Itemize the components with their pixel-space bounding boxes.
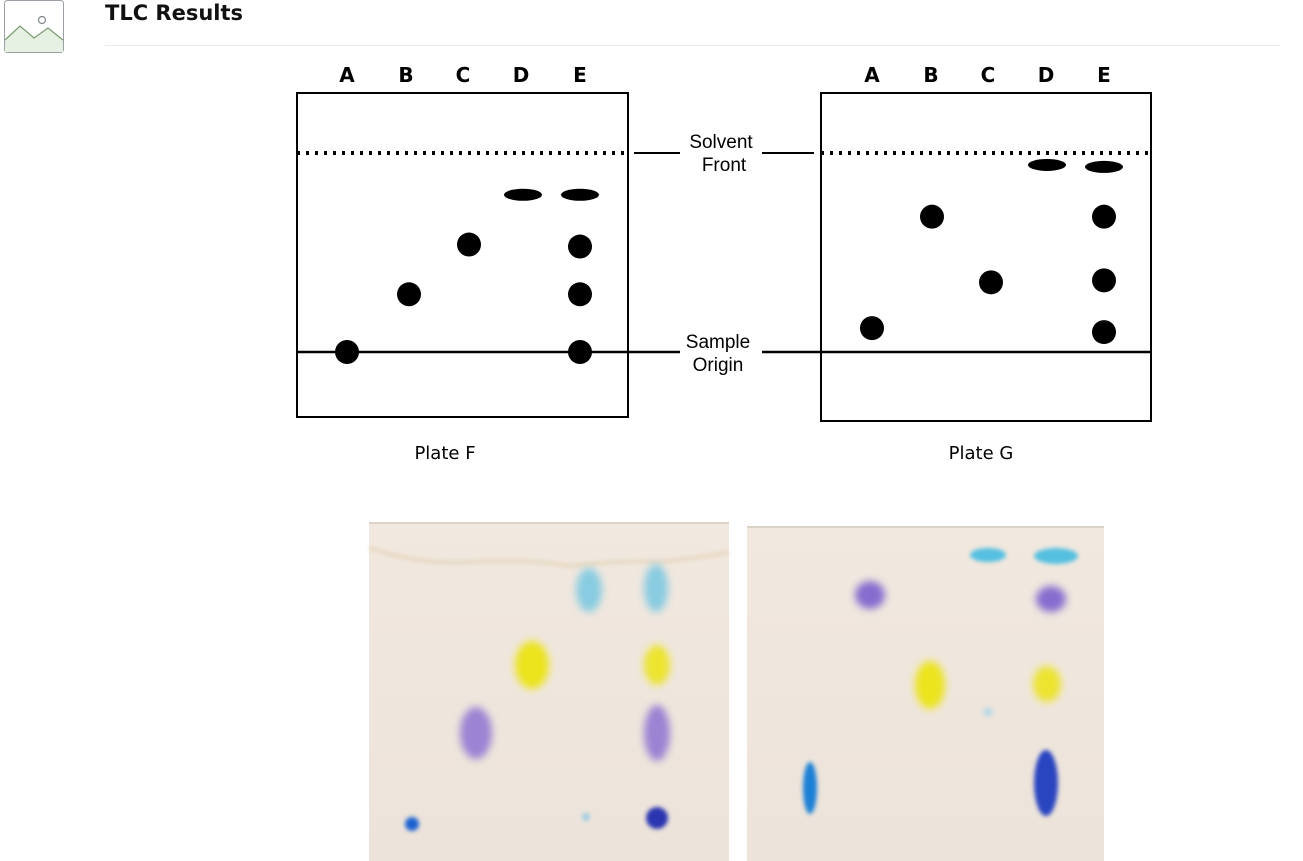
page-title: TLC Results: [105, 1, 244, 25]
plate-f-lane-label: C: [456, 63, 471, 87]
header-divider: [105, 45, 1280, 46]
plate-g-spots: [860, 158, 1123, 345]
tlc-spot: [860, 316, 884, 341]
tlc-spot: [1092, 320, 1116, 345]
plate-f-label: Plate F: [414, 443, 475, 464]
image-placeholder-icon: [4, 0, 64, 53]
plate-f-photo: [368, 522, 730, 861]
solvent-front-line: Solvent Front: [297, 132, 1151, 176]
plate-f-lane-label: D: [513, 63, 530, 87]
plate-f-lane-label: E: [573, 63, 587, 87]
plate-g-lane-label: C: [981, 63, 996, 87]
tlc-spot: [1085, 160, 1123, 173]
solvent-front-label: Front: [702, 155, 747, 176]
tlc-spot: [979, 270, 1003, 295]
solvent-front-label: Solvent: [689, 132, 753, 153]
sample-origin-line: Sample Origin: [297, 332, 1151, 376]
plate-f: A B C D E Plate F: [296, 63, 629, 464]
plate-g-lane-label: B: [923, 63, 938, 87]
tlc-spot: [397, 282, 421, 307]
plate-g-lane-label: E: [1097, 63, 1111, 87]
tlc-spot: [568, 282, 592, 307]
tlc-spot: [1092, 268, 1116, 293]
tlc-spot: [457, 232, 481, 257]
tlc-diagram: A B C D E Plate F A B C D E Plate G Solv…: [296, 63, 1152, 464]
plate-g-label: Plate G: [949, 443, 1014, 464]
tlc-spot: [1028, 158, 1066, 171]
plate-g-lane-label: D: [1038, 63, 1055, 87]
tlc-spot: [504, 188, 542, 201]
sample-origin-label: Sample: [686, 332, 750, 353]
tlc-spot: [920, 204, 944, 229]
plate-f-lane-label: B: [398, 63, 413, 87]
plate-g-lane-label: A: [864, 63, 880, 87]
plate-g: A B C D E Plate G: [820, 63, 1152, 464]
plate-g-photo: [747, 526, 1104, 861]
tlc-spot: [568, 234, 592, 259]
tlc-spot: [561, 188, 599, 201]
tlc-spot: [1092, 204, 1116, 229]
plate-f-lane-label: A: [339, 63, 355, 87]
sample-origin-label: Origin: [693, 355, 744, 376]
